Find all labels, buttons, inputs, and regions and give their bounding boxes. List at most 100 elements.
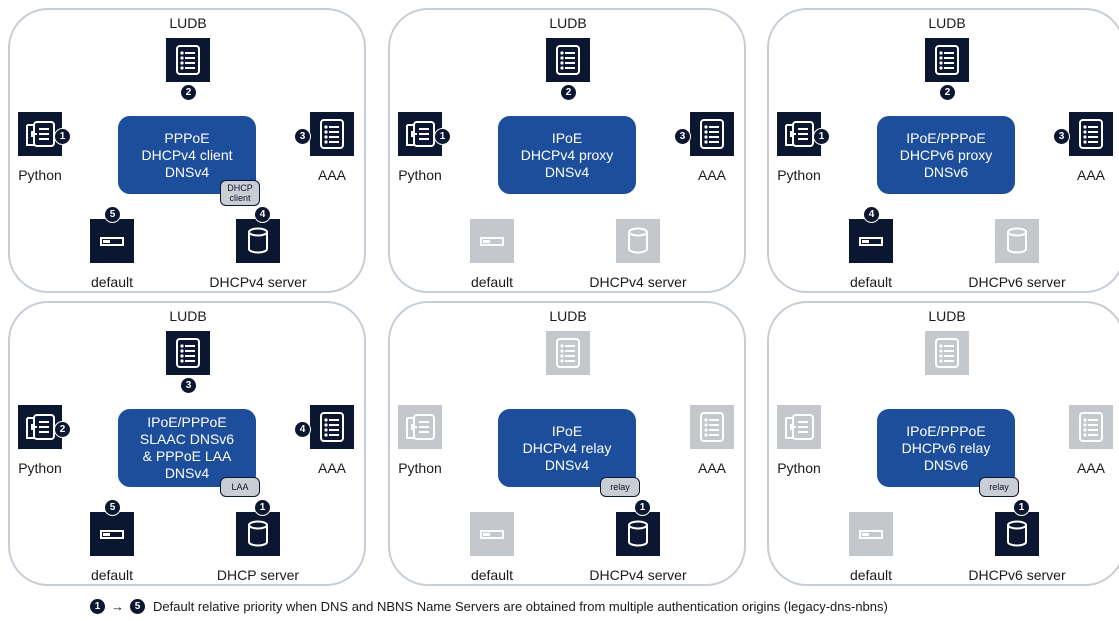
ludb-list-icon [925, 38, 969, 82]
ludb-label: LUDB [928, 15, 966, 31]
aaa-list-icon [310, 405, 354, 449]
session-type-line: DNSv4 [164, 163, 210, 180]
python-priority-badge: 1 [813, 128, 830, 145]
server-database-icon [236, 512, 280, 556]
aaa-label: AAA [697, 167, 726, 183]
session-type-line: IPoE/PPPoE [906, 129, 986, 146]
server-label: DHCPv4 server [209, 274, 307, 290]
aaa-list-icon [690, 112, 734, 156]
session-type-line: & PPPoE LAA [142, 448, 232, 464]
aaa-label: AAA [1076, 167, 1105, 183]
session-type-line: DNSv4 [544, 456, 590, 473]
default-priority-badge: 5 [104, 499, 121, 516]
origin-tag-line: DHCP [227, 183, 253, 193]
ludb-list-icon [546, 38, 590, 82]
python-priority-badge: 1 [54, 128, 71, 145]
origin-tag: LAA [220, 477, 260, 497]
default-priority-badge: 4 [863, 206, 880, 223]
python-priority-badge: 2 [54, 421, 71, 438]
default-label: default [90, 274, 134, 290]
server-database-icon [616, 219, 660, 263]
python-label: Python [777, 167, 821, 183]
ludb-label: LUDB [169, 15, 207, 31]
server-database-icon [995, 512, 1039, 556]
python-script-icon [398, 405, 442, 449]
default-label: default [849, 274, 893, 290]
ludb-list-icon [925, 331, 969, 375]
aaa-label: AAA [317, 167, 346, 183]
aaa-list-icon [690, 405, 734, 449]
server-label: DHCPv6 server [968, 274, 1066, 290]
server-label: DHCPv4 server [589, 274, 687, 290]
panel-1: LUDB 2 Python 1 AAA 3 default 5 DHCPv4 serve… [8, 8, 366, 293]
ludb-list-icon [546, 331, 590, 375]
ludb-list-icon [166, 38, 210, 82]
server-priority-badge: 4 [254, 206, 271, 223]
python-priority-badge: 1 [434, 128, 451, 145]
default-drive-icon [90, 219, 134, 263]
default-drive-icon [470, 219, 514, 263]
server-label: DHCPv6 server [968, 567, 1066, 583]
python-script-icon [777, 405, 821, 449]
aaa-priority-badge: 4 [294, 421, 311, 438]
server-priority-badge: 1 [254, 499, 271, 516]
ludb-priority-badge: 3 [180, 377, 197, 394]
origin-tag: relay [600, 477, 640, 497]
session-type-line: DHCPv6 relay [901, 439, 991, 456]
default-label: default [470, 567, 514, 583]
aaa-label: AAA [1076, 460, 1105, 476]
aaa-list-icon [1069, 405, 1113, 449]
ludb-label: LUDB [169, 308, 207, 324]
session-type-line: DNSv4 [544, 163, 590, 180]
ludb-label: LUDB [549, 308, 587, 324]
default-label: default [470, 274, 514, 290]
python-label: Python [398, 460, 442, 476]
aaa-priority-badge: 3 [1053, 128, 1070, 145]
default-priority-badge: 5 [104, 206, 121, 223]
server-database-icon [616, 512, 660, 556]
origin-tag-line: relay [989, 482, 1009, 492]
session-type-line: IPoE [551, 129, 583, 146]
legend-badge-end: 5 [130, 599, 145, 615]
default-label: default [90, 567, 134, 583]
aaa-label: AAA [317, 460, 346, 476]
session-type-line: DHCPv6 proxy [899, 146, 993, 163]
default-drive-icon [849, 219, 893, 263]
aaa-priority-badge: 3 [294, 128, 311, 145]
ludb-label: LUDB [928, 308, 966, 324]
aaa-list-icon [1069, 112, 1113, 156]
session-type-line: DHCPv4 client [141, 146, 233, 163]
server-priority-badge: 1 [634, 499, 651, 516]
session-type-line: DNSv6 [923, 163, 969, 180]
session-type-line: IPoE/PPPoE [147, 414, 227, 430]
python-label: Python [398, 167, 442, 183]
server-priority-badge: 1 [1013, 499, 1030, 516]
ludb-priority-badge: 2 [180, 84, 197, 101]
aaa-label: AAA [697, 460, 726, 476]
default-drive-icon [470, 512, 514, 556]
default-drive-icon [849, 512, 893, 556]
session-type-line: DNSv4 [164, 465, 210, 481]
default-drive-icon [90, 512, 134, 556]
server-database-icon [995, 219, 1039, 263]
python-label: Python [18, 167, 62, 183]
ludb-label: LUDB [549, 15, 587, 31]
legend-badge-start: 1 [90, 599, 105, 615]
session-type-line: SLAAC DNSv6 [139, 431, 235, 447]
arrow-right-icon: → [111, 599, 124, 615]
python-label: Python [777, 460, 821, 476]
session-type-line: DHCPv4 relay [522, 439, 612, 456]
ludb-list-icon [166, 331, 210, 375]
